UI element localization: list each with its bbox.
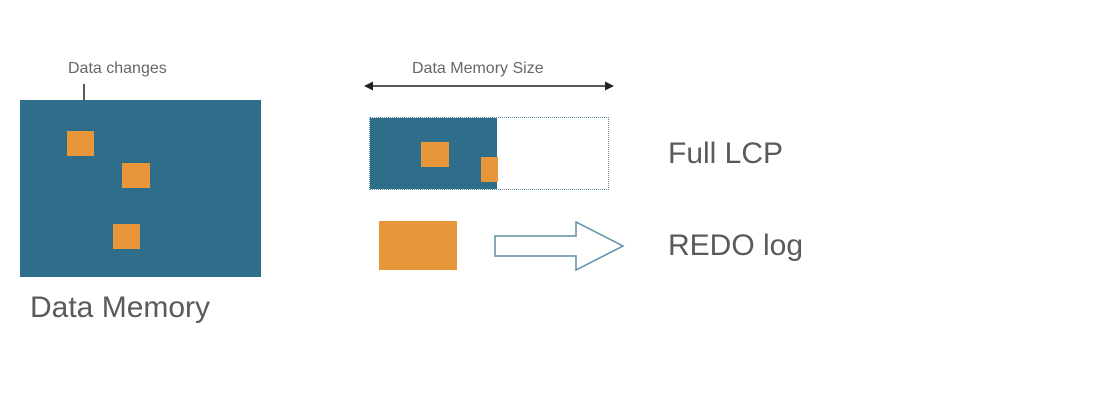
lcp-change-square (421, 142, 449, 167)
redo-arrow-icon (494, 220, 625, 272)
data-memory-size-label: Data Memory Size (412, 60, 544, 77)
full-lcp-bar (369, 117, 609, 190)
full-lcp-label: Full LCP (668, 137, 784, 170)
data-memory-label: Data Memory (30, 291, 211, 324)
data-changes-label: Data changes (68, 60, 167, 77)
data-memory-size-arrow (364, 81, 614, 91)
redo-log-block (379, 221, 457, 270)
lcp-change-square (481, 157, 498, 182)
data-change-square (67, 131, 94, 156)
redo-log-label: REDO log (668, 229, 804, 262)
data-change-square (113, 224, 140, 249)
data-memory-block (20, 100, 261, 277)
data-change-square (122, 163, 150, 188)
